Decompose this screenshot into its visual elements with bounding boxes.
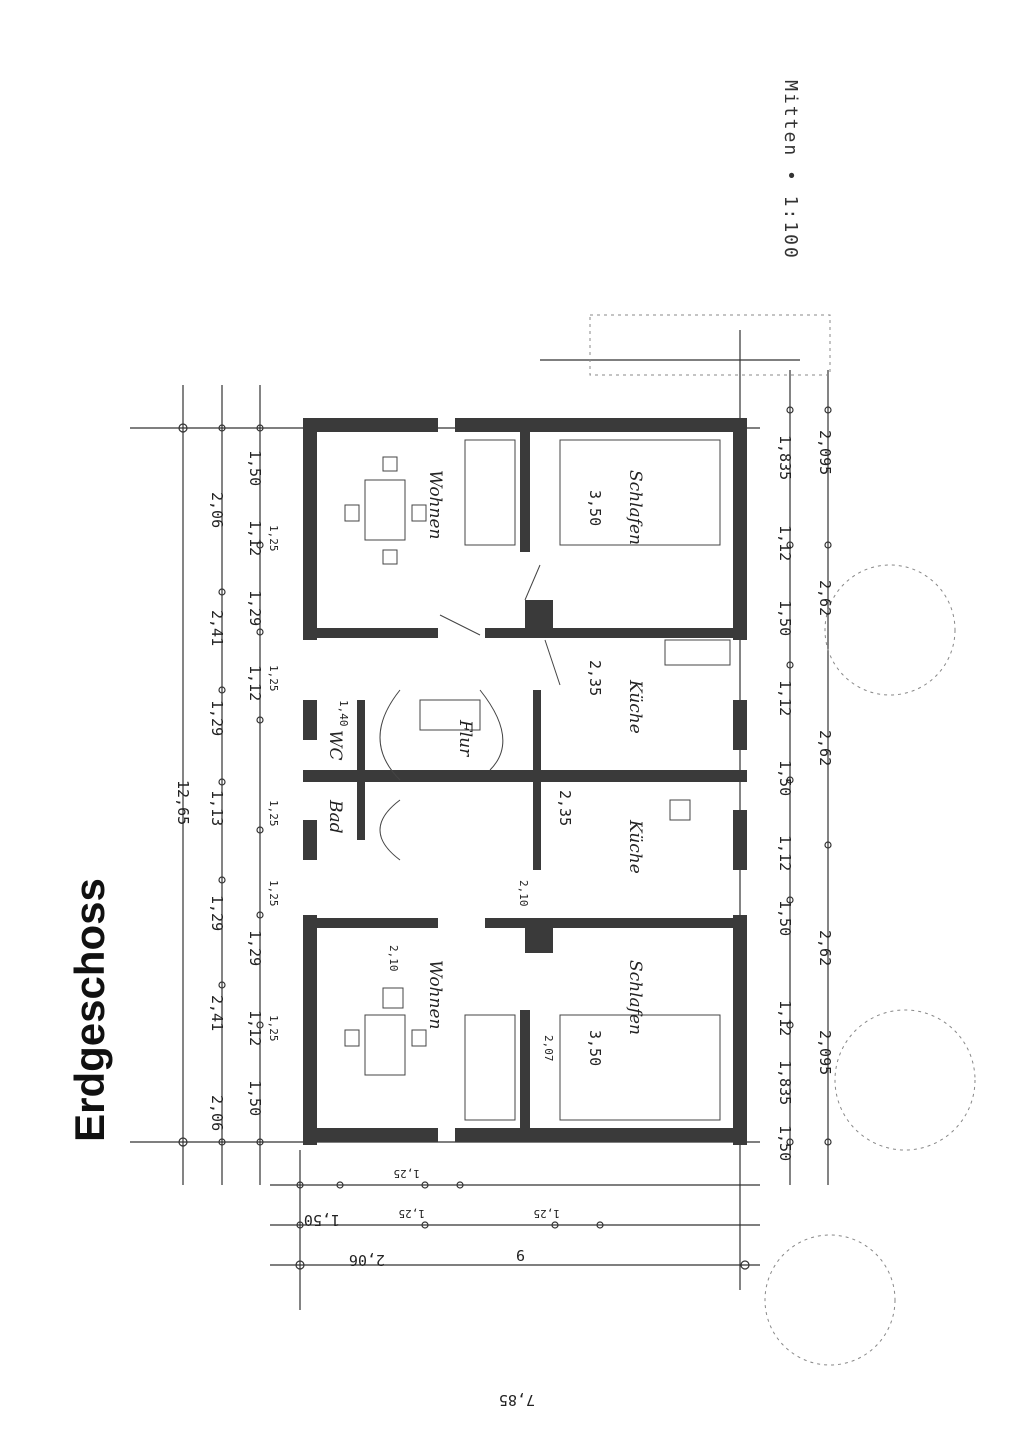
dim-row2-3: 1,29 (246, 590, 264, 626)
dim-sub-1: 1,25 (267, 525, 280, 552)
dim-rightrow-7: 1,50 (776, 1125, 794, 1161)
room-label-wohnen-bottom: Wohnen (425, 960, 445, 1029)
overall-width: 7,85 (499, 1391, 535, 1409)
room-label-flur: Flur (455, 719, 475, 757)
dim-row2-1: 1,50 (246, 450, 264, 486)
dim-right-2: 2,62 (816, 580, 834, 616)
dim-left-2: 2,06 (349, 1251, 385, 1269)
room-label-schlafen-top: Schlafen (625, 470, 645, 545)
dim-row2-2: 1,12 (246, 520, 264, 556)
room-dim-3: 2,35 (586, 660, 604, 696)
dim-rightrow-4: 1,12 (776, 680, 794, 716)
dim-rightrow-2: 1,12 (776, 525, 794, 561)
dim-row2-6: 1,12 (246, 1010, 264, 1046)
room-dim-6: 2,10 (387, 945, 400, 972)
dim-sub-3: 1,25 (267, 800, 280, 827)
dim-rightrow-8: 1,12 (776, 1000, 794, 1036)
room-label-kueche-bottom: Küche (625, 819, 645, 874)
furniture (344, 439, 731, 1121)
dim-right-4: 2,62 (816, 930, 834, 966)
room-dim-7: 2,10 (517, 880, 530, 907)
room-label-kueche-top: Küche (625, 679, 645, 734)
interior-walls (303, 432, 747, 1128)
dimension-lines (130, 330, 829, 1310)
exterior-walls (303, 418, 747, 1145)
room-label-schlafen-bottom: Schlafen (625, 960, 645, 1035)
dim-left-4: 1,25 (399, 1207, 426, 1220)
dim-sub-4: 1,25 (267, 880, 280, 907)
dim-row2-7: 1,50 (246, 1080, 264, 1116)
dim-sub-5: 1,25 (267, 1015, 280, 1042)
room-label-wohnen-top: Wohnen (425, 470, 445, 539)
garden-trees (589, 314, 976, 1366)
room-dim-5: 1,40 (337, 700, 350, 727)
dim-right-3: 2,62 (816, 730, 834, 766)
dim-top-3: 1,29 (208, 700, 226, 736)
dim-top-4: 1,13 (208, 790, 226, 826)
dimension-labels: 12,65 7,85 2,06 2,41 1,29 1,13 1,29 2,41… (174, 430, 834, 1409)
dim-top-6: 2,41 (208, 995, 226, 1031)
room-dim-4: 2,35 (556, 790, 574, 826)
room-dim-1: 3,50 (586, 490, 604, 526)
room-dim-8: 2,07 (542, 1035, 555, 1062)
dim-right-1: 1,835 (776, 435, 794, 480)
dim-left-3: 1,25 (394, 1167, 421, 1180)
dim-top-5: 1,29 (208, 895, 226, 931)
dim-top-7: 2,06 (208, 1095, 226, 1131)
dim-left-6: 9 (516, 1246, 525, 1264)
dim-left-1: 1,50 (304, 1211, 340, 1229)
dim-rightrow-3: 1,50 (776, 760, 794, 796)
dim-top-1: 2,06 (208, 492, 226, 528)
dim-row2-4: 1,12 (246, 665, 264, 701)
room-dim-2: 3,50 (586, 1030, 604, 1066)
dim-row2-5: 1,29 (246, 930, 264, 966)
dimension-ticks (178, 406, 832, 1270)
dim-right-outer-1: 2,095 (816, 430, 834, 475)
dim-sub-2: 1,25 (267, 665, 280, 692)
room-label-bad: Bad (325, 799, 345, 834)
dim-right-5: 1,835 (776, 1060, 794, 1105)
dim-rightrow-5: 1,50 (776, 900, 794, 936)
dim-right-outer-2: 2,095 (816, 1030, 834, 1075)
room-labels: Wohnen Wohnen Schlafen Schlafen Küche Kü… (325, 470, 645, 1066)
room-label-wc: WC (325, 730, 345, 760)
dim-rightrow-1: 1,50 (776, 600, 794, 636)
dim-rightrow-6: 1,12 (776, 835, 794, 871)
dim-left-5: 1,25 (534, 1207, 561, 1220)
dim-top-2: 2,41 (208, 610, 226, 646)
overall-length: 12,65 (174, 780, 192, 825)
